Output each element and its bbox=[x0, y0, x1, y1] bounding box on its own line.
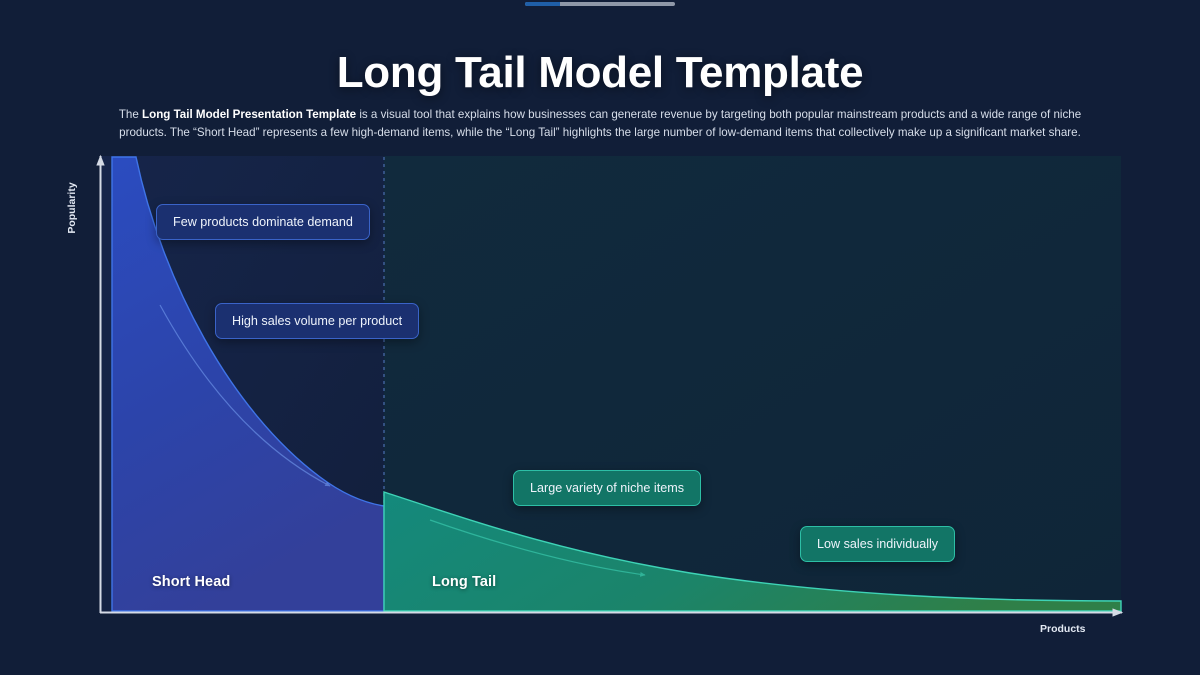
callout-few-products-dominate-demand[interactable]: Few products dominate demand bbox=[156, 204, 370, 240]
page-title: Long Tail Model Template bbox=[336, 48, 864, 97]
subtitle-lead: The bbox=[118, 108, 143, 121]
x-axis-label: Products bbox=[1040, 623, 1086, 635]
callout-low-sales-individually[interactable]: Low sales individually bbox=[800, 526, 956, 562]
subtitle-emphasis: Long Tail Model Presentation Template bbox=[142, 108, 357, 121]
subtitle-rest: is a visual tool that explains how busin… bbox=[119, 108, 1082, 139]
callout-high-sales-volume-per-product[interactable]: High sales volume per product bbox=[215, 303, 420, 339]
progress-bar-fill bbox=[525, 2, 560, 6]
progress-bar[interactable] bbox=[525, 2, 675, 6]
y-axis-label: Popularity bbox=[66, 182, 78, 234]
short-head-trend-arrow bbox=[159, 304, 331, 487]
long-tail-trend-arrow bbox=[429, 519, 646, 577]
long-tail-area bbox=[383, 491, 1122, 612]
region-label-short-head: Short Head bbox=[152, 574, 231, 590]
page-subtitle: The Long Tail Model Presentation Templat… bbox=[96, 106, 1104, 142]
region-label-long-tail: Long Tail bbox=[432, 574, 497, 590]
callout-large-variety-of-niche-items[interactable]: Large variety of niche items bbox=[513, 470, 701, 506]
